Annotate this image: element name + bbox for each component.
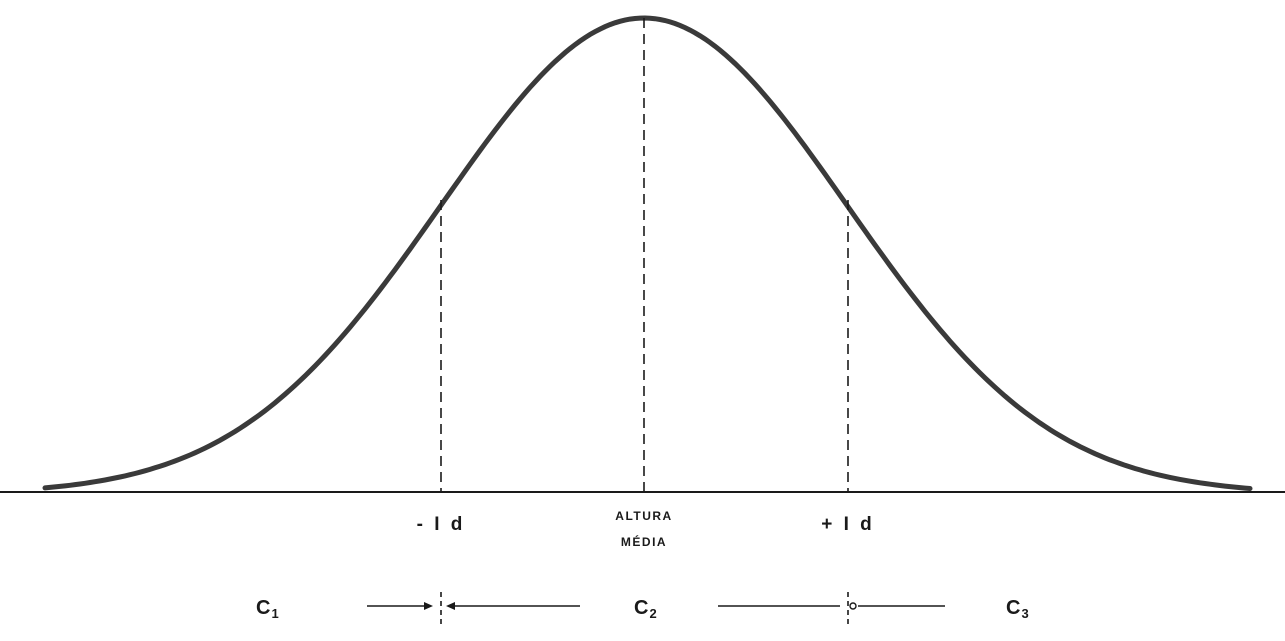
- arrow-left-marker: [446, 602, 455, 610]
- class-label-c2: C2: [634, 597, 657, 621]
- class-marker-plus: [849, 602, 857, 610]
- minus-sd-label: - I d: [417, 514, 466, 535]
- class-divisions: [367, 592, 945, 628]
- arrow-right-marker: [424, 602, 433, 610]
- plus-sd-label: + I d: [821, 514, 875, 535]
- class-label-c3: C3: [1006, 597, 1029, 621]
- class-label-c1: C1: [256, 597, 279, 621]
- bell-curve: [42, 15, 1253, 491]
- mean-label-line2: MÉDIA: [621, 534, 667, 549]
- mean-label-line1: ALTURA: [615, 509, 672, 523]
